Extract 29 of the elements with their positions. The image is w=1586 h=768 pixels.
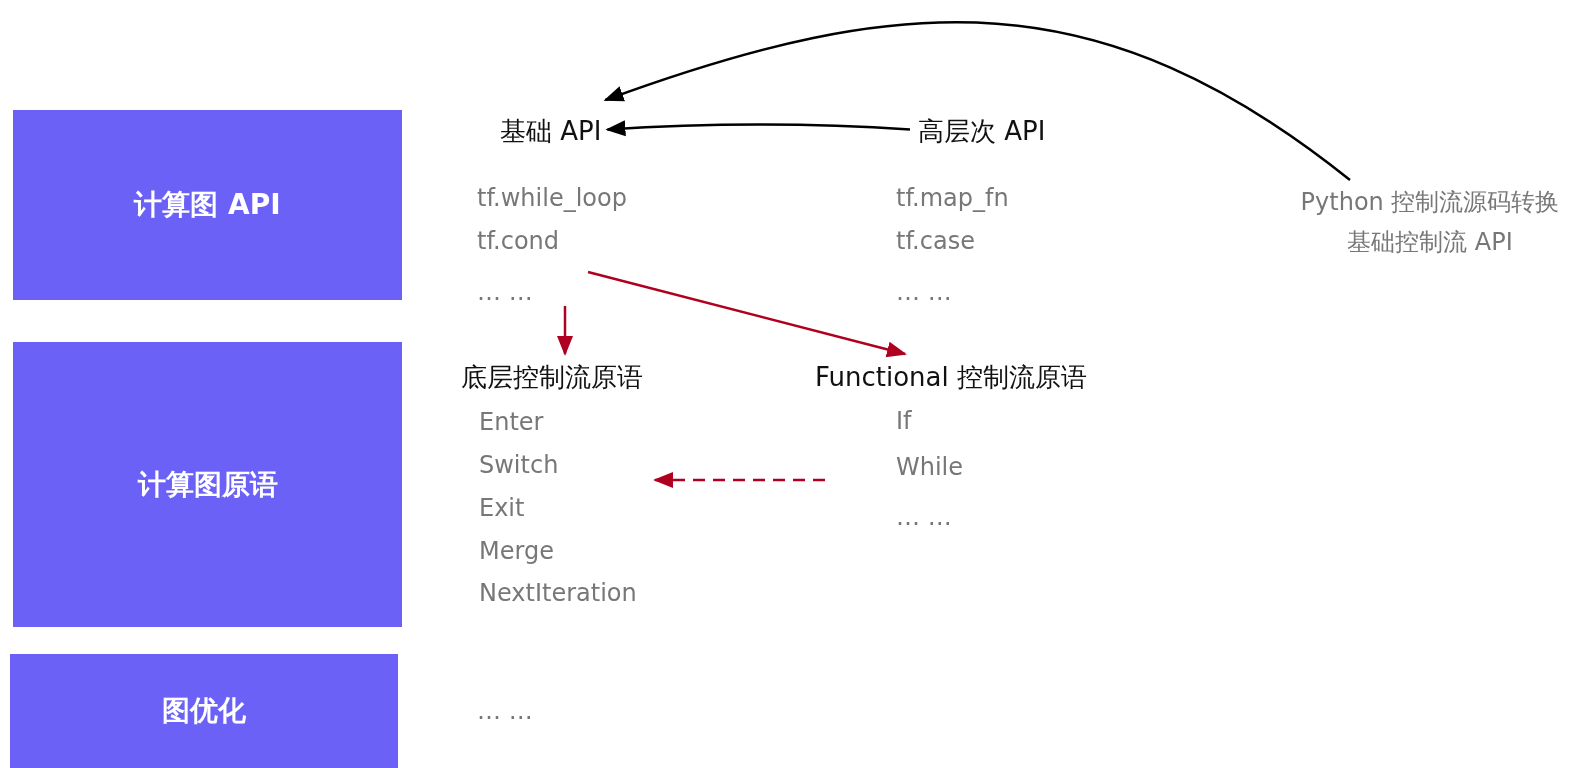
layer-band: 计算图 API xyxy=(13,110,402,300)
list-item: tf.map_fn xyxy=(896,184,1009,212)
list-item: While xyxy=(896,453,964,481)
list-item: … … xyxy=(896,503,952,531)
list-item: tf.case xyxy=(896,227,975,255)
arrow xyxy=(557,306,573,356)
list-item: tf.while_loop xyxy=(477,184,627,212)
column-heading: 高层次 API xyxy=(918,115,1046,148)
column-heading: 基础 API xyxy=(500,115,602,148)
list-item: Merge xyxy=(479,537,554,565)
arrow xyxy=(605,120,911,137)
list-item: Enter xyxy=(479,408,544,436)
ellipsis-text: … … xyxy=(477,697,533,725)
layer-band: 图优化 xyxy=(10,654,398,768)
column-heading: Functional 控制流原语 xyxy=(815,361,1087,394)
list-item: … … xyxy=(477,278,533,306)
layer-band: 计算图原语 xyxy=(13,342,402,627)
list-item: tf.cond xyxy=(477,227,560,255)
list-item: If xyxy=(896,407,912,435)
arrow xyxy=(603,21,1351,181)
column-heading: 底层控制流原语 xyxy=(461,361,643,394)
list-item: NextIteration xyxy=(479,579,637,607)
arrow xyxy=(653,472,825,488)
list-item: Exit xyxy=(479,494,525,522)
list-item: Python 控制流源码转换 xyxy=(1300,187,1560,218)
list-item: Switch xyxy=(479,451,559,479)
list-item: 基础控制流 API xyxy=(1347,227,1513,258)
list-item: … … xyxy=(896,278,952,306)
arrow xyxy=(587,270,907,358)
